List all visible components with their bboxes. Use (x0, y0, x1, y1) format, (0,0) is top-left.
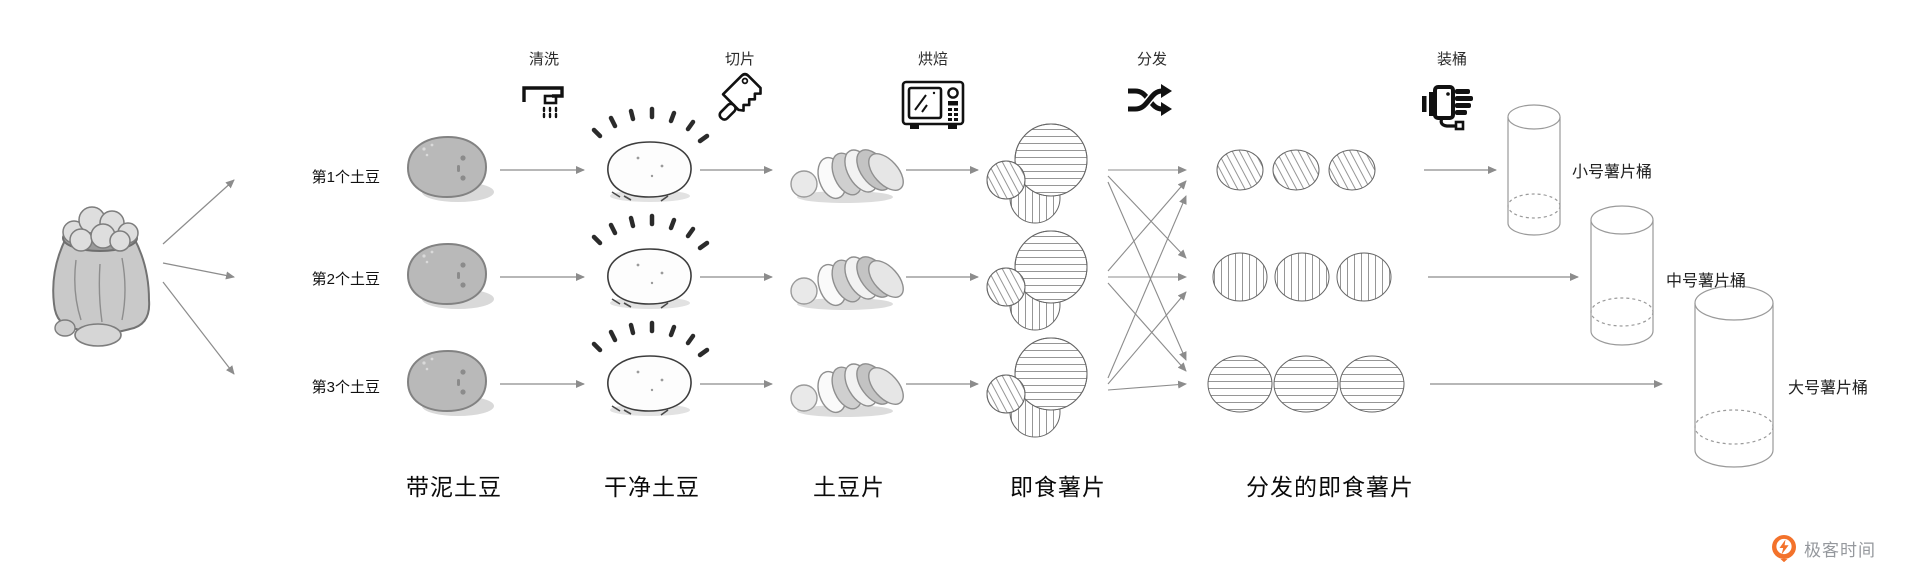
stage-label-baked: 即食薯片 (1010, 474, 1106, 500)
cleaver-icon (718, 72, 762, 121)
pack-icon (1422, 85, 1473, 131)
stage-label-distributed: 分发的即食薯片 (1246, 474, 1414, 500)
bucket-label-small: 小号薯片桶 (1572, 164, 1653, 181)
bucket-label-medium: 中号薯片桶 (1666, 273, 1747, 290)
row-label-potato-2: 第2个土豆 (311, 271, 380, 288)
geektime-logo-icon (1772, 535, 1796, 562)
distributed-chips-large (1207, 355, 1405, 413)
row-label-potato-3: 第3个土豆 (311, 379, 380, 396)
station-label-distribute: 分发 (1136, 51, 1168, 68)
potatoes-in-bag (62, 206, 139, 252)
distributed-chips-medium (1212, 252, 1392, 302)
station-label-pack: 装桶 (1436, 51, 1468, 68)
pack-arrows (1424, 166, 1663, 388)
station-label-wash: 清洗 (528, 51, 560, 68)
station-label-slice: 切片 (724, 51, 756, 68)
bag-fanout-arrows (162, 179, 235, 375)
wash-icon (522, 86, 564, 119)
row-label-potato-1: 第1个土豆 (311, 169, 380, 186)
stage-label-muddy: 带泥土豆 (406, 474, 502, 500)
potato-bag (52, 206, 151, 347)
bucket-label-large: 大号薯片桶 (1788, 380, 1869, 397)
bucket-large (1694, 285, 1774, 468)
distribute-arrows (1107, 166, 1187, 391)
stage-label-clean: 干净土豆 (604, 474, 700, 500)
station-label-bake: 烘焙 (917, 51, 949, 68)
geektime-logo: 极客时间 (1770, 534, 1876, 562)
oven-icon (901, 80, 965, 129)
distributed-chips-small (1216, 149, 1376, 191)
geektime-logo-text: 极客时间 (1804, 540, 1876, 560)
bucket-small (1507, 104, 1561, 236)
shuffle-icon (1128, 84, 1172, 116)
bucket-medium (1590, 205, 1654, 346)
stage-label-sliced: 土豆片 (813, 474, 885, 500)
